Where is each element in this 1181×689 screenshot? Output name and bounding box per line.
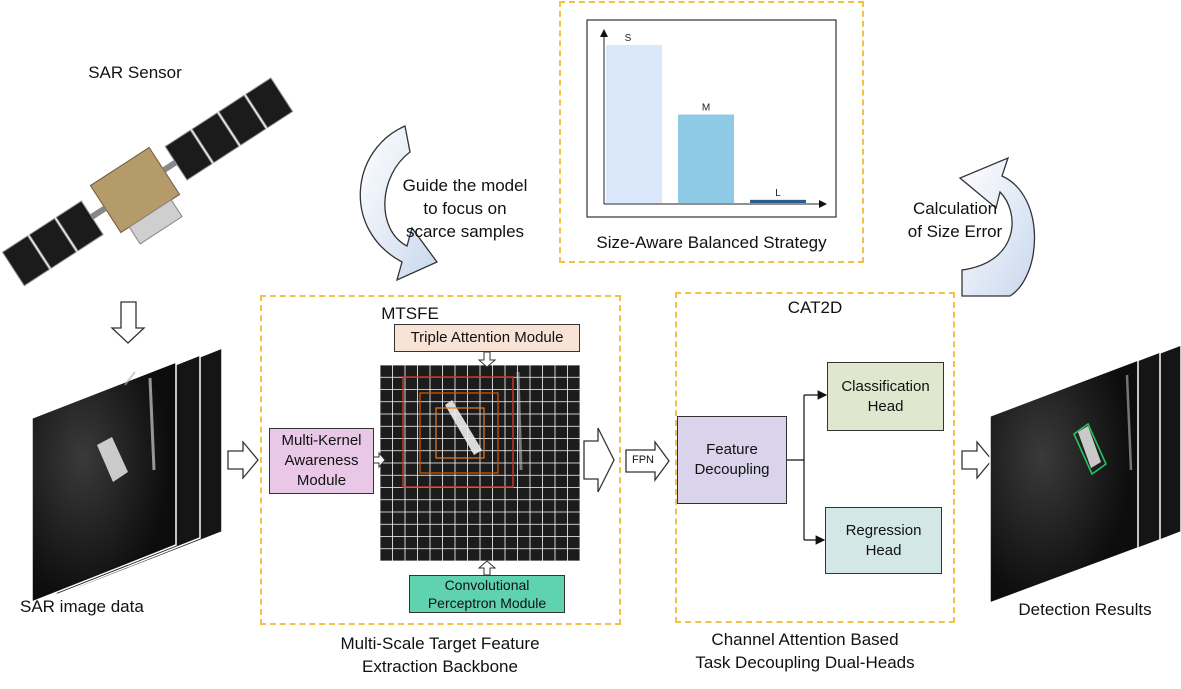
cat2d-title: CAT2D	[787, 298, 843, 317]
mtsfe-caption-line: Extraction Backbone	[362, 657, 518, 676]
guide-text-line: scarce samples	[405, 222, 525, 241]
fpn-arrow-icon	[625, 440, 670, 482]
bar-label-l: L	[775, 188, 781, 199]
guide-text: Guide the model to focus on scarce sampl…	[380, 174, 550, 243]
triple-attention-module: Triple Attention Module	[394, 324, 580, 352]
classification-head-line: Head	[867, 397, 904, 415]
mtsfe-title: MTSFE	[381, 304, 439, 323]
size-error-line: Calculation	[912, 199, 998, 218]
mtsfe-caption: Multi-Scale Target Feature Extraction Ba…	[290, 632, 590, 678]
regression-head-line: Regression	[845, 521, 922, 539]
classification-head-box: Classification Head	[827, 362, 944, 431]
feature-decoupling-line: Decoupling	[694, 461, 770, 478]
curved-arrow-right-icon	[958, 156, 1036, 297]
sar-image-stack	[31, 346, 223, 604]
bar-label-m: M	[702, 103, 710, 114]
sar-sensor-label: SAR Sensor	[88, 63, 182, 82]
up-small-arrow-icon	[477, 560, 497, 576]
cat2d-caption: Channel Attention Based Task Decoupling …	[660, 628, 950, 674]
right-arrow-icon	[227, 440, 259, 480]
mtsfe-caption-line: Multi-Scale Target Feature	[340, 634, 540, 653]
classification-head-line: Classification	[841, 377, 930, 395]
conv-perceptron-line: Convolutional	[444, 577, 530, 593]
guide-text-line: to focus on	[423, 199, 507, 218]
guide-text-line: Guide the model	[402, 176, 528, 195]
feature-decoupling-line: Feature	[706, 441, 758, 458]
multi-kernel-line: Awareness	[284, 452, 359, 469]
right-small-arrow-icon	[372, 451, 386, 469]
curved-arrow-left-icon	[359, 125, 439, 282]
fpn-label: FPN	[632, 454, 654, 466]
size-error-text: Calculation of Size Error	[885, 197, 1025, 243]
satellite-icon	[1, 77, 294, 287]
multi-kernel-module: Multi-Kernel Awareness Module	[269, 428, 374, 494]
feature-decoupling-box: Feature Decoupling	[677, 416, 787, 504]
size-strategy-panel	[559, 1, 864, 263]
cat2d-panel	[675, 292, 955, 623]
size-histogram: S M L	[586, 19, 837, 218]
regression-head-line: Head	[865, 541, 902, 559]
mtsfe-panel	[260, 295, 621, 625]
size-strategy-caption: Size-Aware Balanced Strategy	[596, 233, 827, 252]
cat2d-caption-line: Task Decoupling Dual-Heads	[695, 653, 915, 672]
bar-m	[678, 114, 734, 203]
detection-label: Detection Results	[1018, 600, 1152, 619]
feature-map-grid	[379, 364, 581, 562]
multi-kernel-line: Module	[296, 472, 347, 489]
detection-image-stack	[989, 344, 1181, 605]
down-arrow-icon	[110, 301, 146, 344]
size-error-line: of Size Error	[907, 222, 1003, 241]
cat2d-caption-line: Channel Attention Based	[711, 630, 899, 649]
head-connectors	[787, 390, 828, 545]
down-small-arrow-icon	[477, 351, 497, 368]
sar-image-label: SAR image data	[20, 597, 144, 616]
bar-s	[606, 45, 662, 203]
conv-perceptron-module: Convolutional Perceptron Module	[409, 575, 565, 613]
right-big-arrow-icon	[583, 427, 615, 493]
conv-perceptron-line: Perceptron Module	[427, 595, 547, 611]
multi-kernel-line: Multi-Kernel	[281, 432, 362, 449]
bar-label-s: S	[625, 33, 632, 44]
regression-head-box: Regression Head	[825, 507, 942, 574]
bar-l	[750, 199, 806, 203]
right-arrow-detection-icon	[961, 440, 993, 480]
